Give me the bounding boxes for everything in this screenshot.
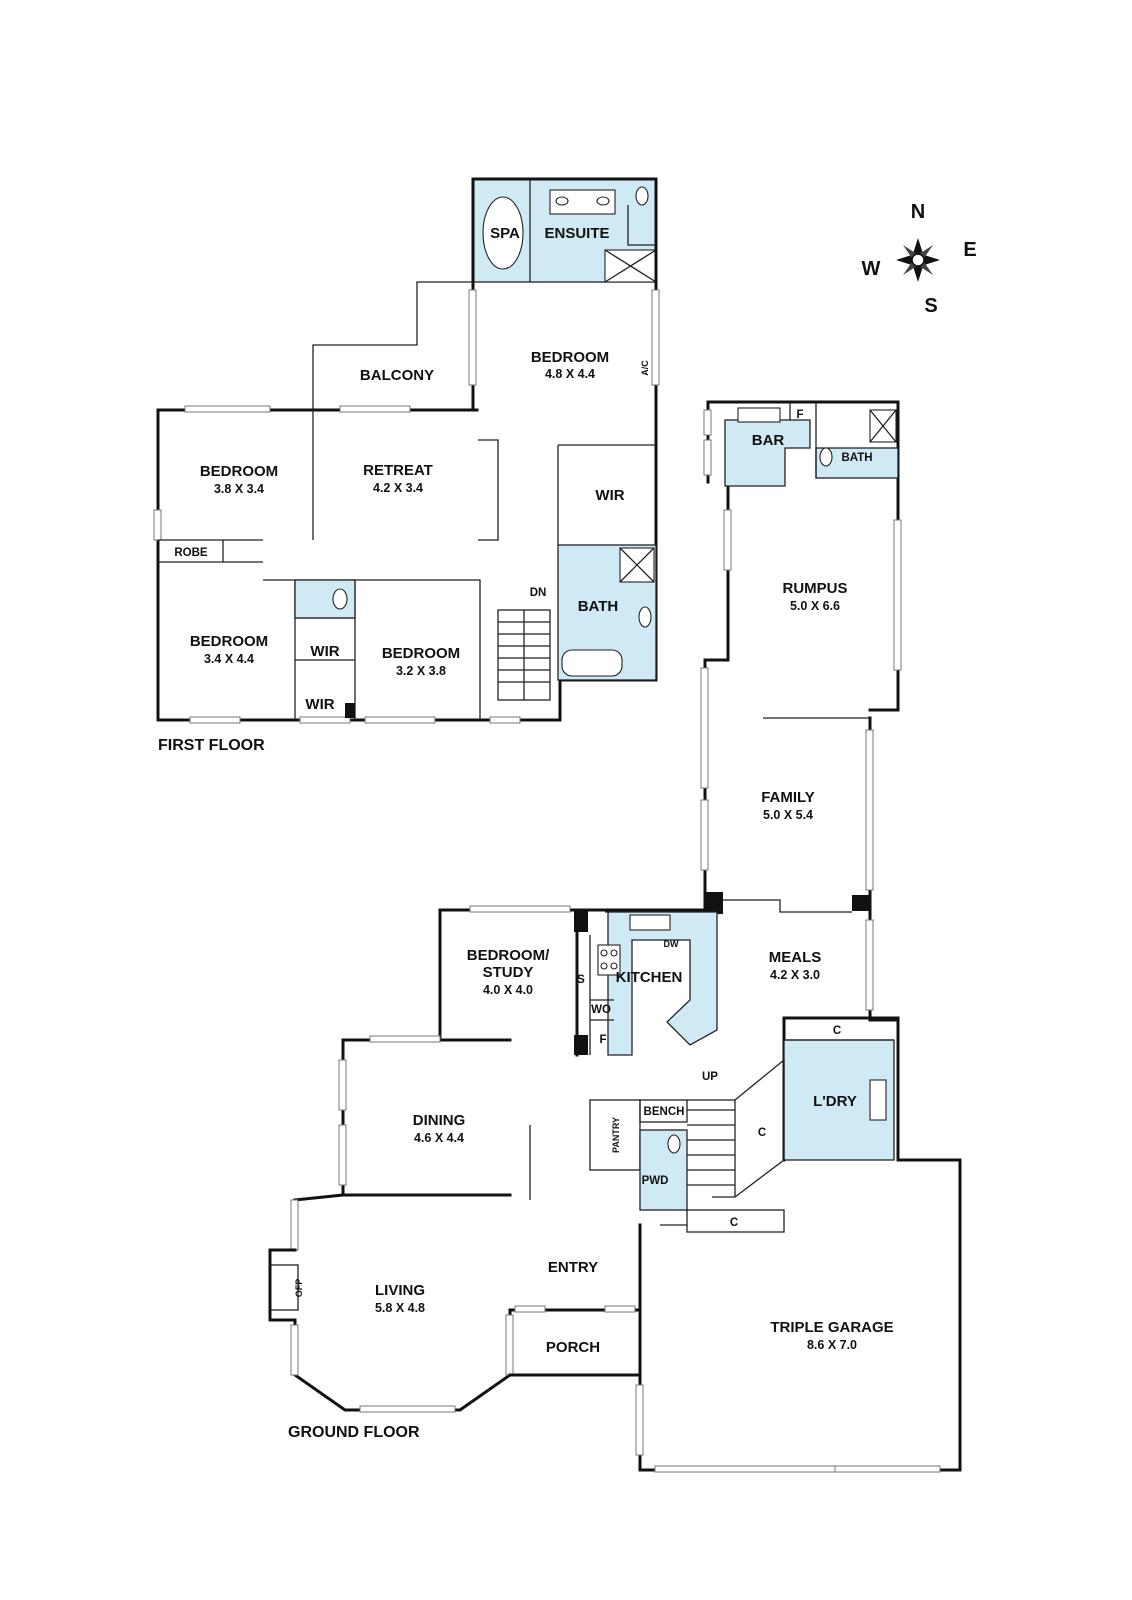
toilet-icon [635, 186, 649, 206]
compass-east: E [963, 239, 976, 261]
label-spa: SPA [490, 225, 520, 242]
label-dining: DINING [413, 1112, 466, 1129]
label-bar: BAR [752, 432, 785, 449]
bathtub-icon [561, 649, 623, 677]
label-ofp: OFP [294, 1279, 304, 1298]
label-living: LIVING [375, 1282, 425, 1299]
label-c-stair: C [758, 1127, 766, 1139]
label-pwd: PWD [642, 1175, 669, 1187]
kitchen-bench [605, 911, 718, 1056]
label-wir-b: WIR [305, 696, 334, 713]
ground-floor-title: GROUND FLOOR [288, 1424, 420, 1441]
label-bedroom-sw-size: 3.4 X 4.4 [204, 652, 254, 666]
label-bedroom-nw-size: 3.8 X 3.4 [214, 482, 264, 496]
label-laundry: L'DRY [813, 1093, 857, 1110]
label-bedroom-study-1: BEDROOM/ [467, 947, 550, 964]
label-wir-master: WIR [595, 487, 624, 504]
label-balcony: BALCONY [360, 367, 434, 384]
label-pantry: PANTRY [611, 1117, 621, 1153]
label-entry: ENTRY [548, 1259, 598, 1276]
label-bar-bath: BATH [841, 452, 872, 464]
label-living-size: 5.8 X 4.8 [375, 1301, 425, 1315]
label-bar-f: F [796, 409, 803, 421]
label-bedroom-s-size: 3.2 X 3.8 [396, 664, 446, 678]
label-meals-size: 4.2 X 3.0 [770, 968, 820, 982]
compass-north: N [911, 201, 925, 223]
label-up: UP [702, 1071, 718, 1083]
compass-west: W [862, 258, 881, 280]
first-floor-stairs [497, 609, 551, 701]
label-family: FAMILY [761, 789, 815, 806]
compass-rose-icon [896, 238, 940, 282]
label-dn: DN [530, 587, 547, 599]
label-wo: WO [591, 1004, 611, 1016]
first-floor-title: FIRST FLOOR [158, 737, 265, 754]
label-s: S [577, 974, 585, 986]
label-porch: PORCH [546, 1339, 600, 1356]
label-bedroom-study-2: STUDY [483, 964, 534, 981]
label-dining-size: 4.6 X 4.4 [414, 1131, 464, 1145]
label-meals: MEALS [769, 949, 822, 966]
label-retreat-size: 4.2 X 3.4 [373, 481, 423, 495]
label-robe: ROBE [174, 547, 208, 559]
label-c-ldry: C [833, 1025, 841, 1037]
label-garage-size: 8.6 X 7.0 [807, 1338, 857, 1352]
label-rumpus-size: 5.0 X 6.6 [790, 599, 840, 613]
label-bedroom-s: BEDROOM [382, 645, 460, 662]
label-bench: BENCH [644, 1106, 685, 1118]
label-wir-a: WIR [310, 643, 339, 660]
label-bath: BATH [578, 598, 619, 615]
ground-floor-stairs [687, 1109, 735, 1186]
label-dw: DW [664, 939, 679, 949]
ground-floor-plan [268, 716, 962, 1473]
label-garage: TRIPLE GARAGE [770, 1319, 893, 1336]
label-ensuite: ENSUITE [544, 225, 609, 242]
compass-south: S [924, 295, 937, 317]
bar-counter [724, 419, 811, 487]
label-bedroom-study-size: 4.0 X 4.0 [483, 983, 533, 997]
label-retreat: RETREAT [363, 462, 433, 479]
label-family-size: 5.0 X 5.4 [763, 808, 813, 822]
label-master-bedroom-size: 4.8 X 4.4 [545, 367, 595, 381]
label-rumpus: RUMPUS [782, 580, 847, 597]
label-bedroom-sw: BEDROOM [190, 633, 268, 650]
label-bedroom-nw: BEDROOM [200, 463, 278, 480]
label-c-lower: C [730, 1217, 738, 1229]
label-kitchen: KITCHEN [616, 969, 683, 986]
label-master-bedroom: BEDROOM [531, 349, 609, 366]
label-ac: A/C [640, 360, 650, 376]
spa-icon [482, 196, 524, 270]
first-floor-toilet [294, 579, 356, 619]
label-f: F [599, 1034, 606, 1046]
first-floor-plan [153, 177, 902, 902]
